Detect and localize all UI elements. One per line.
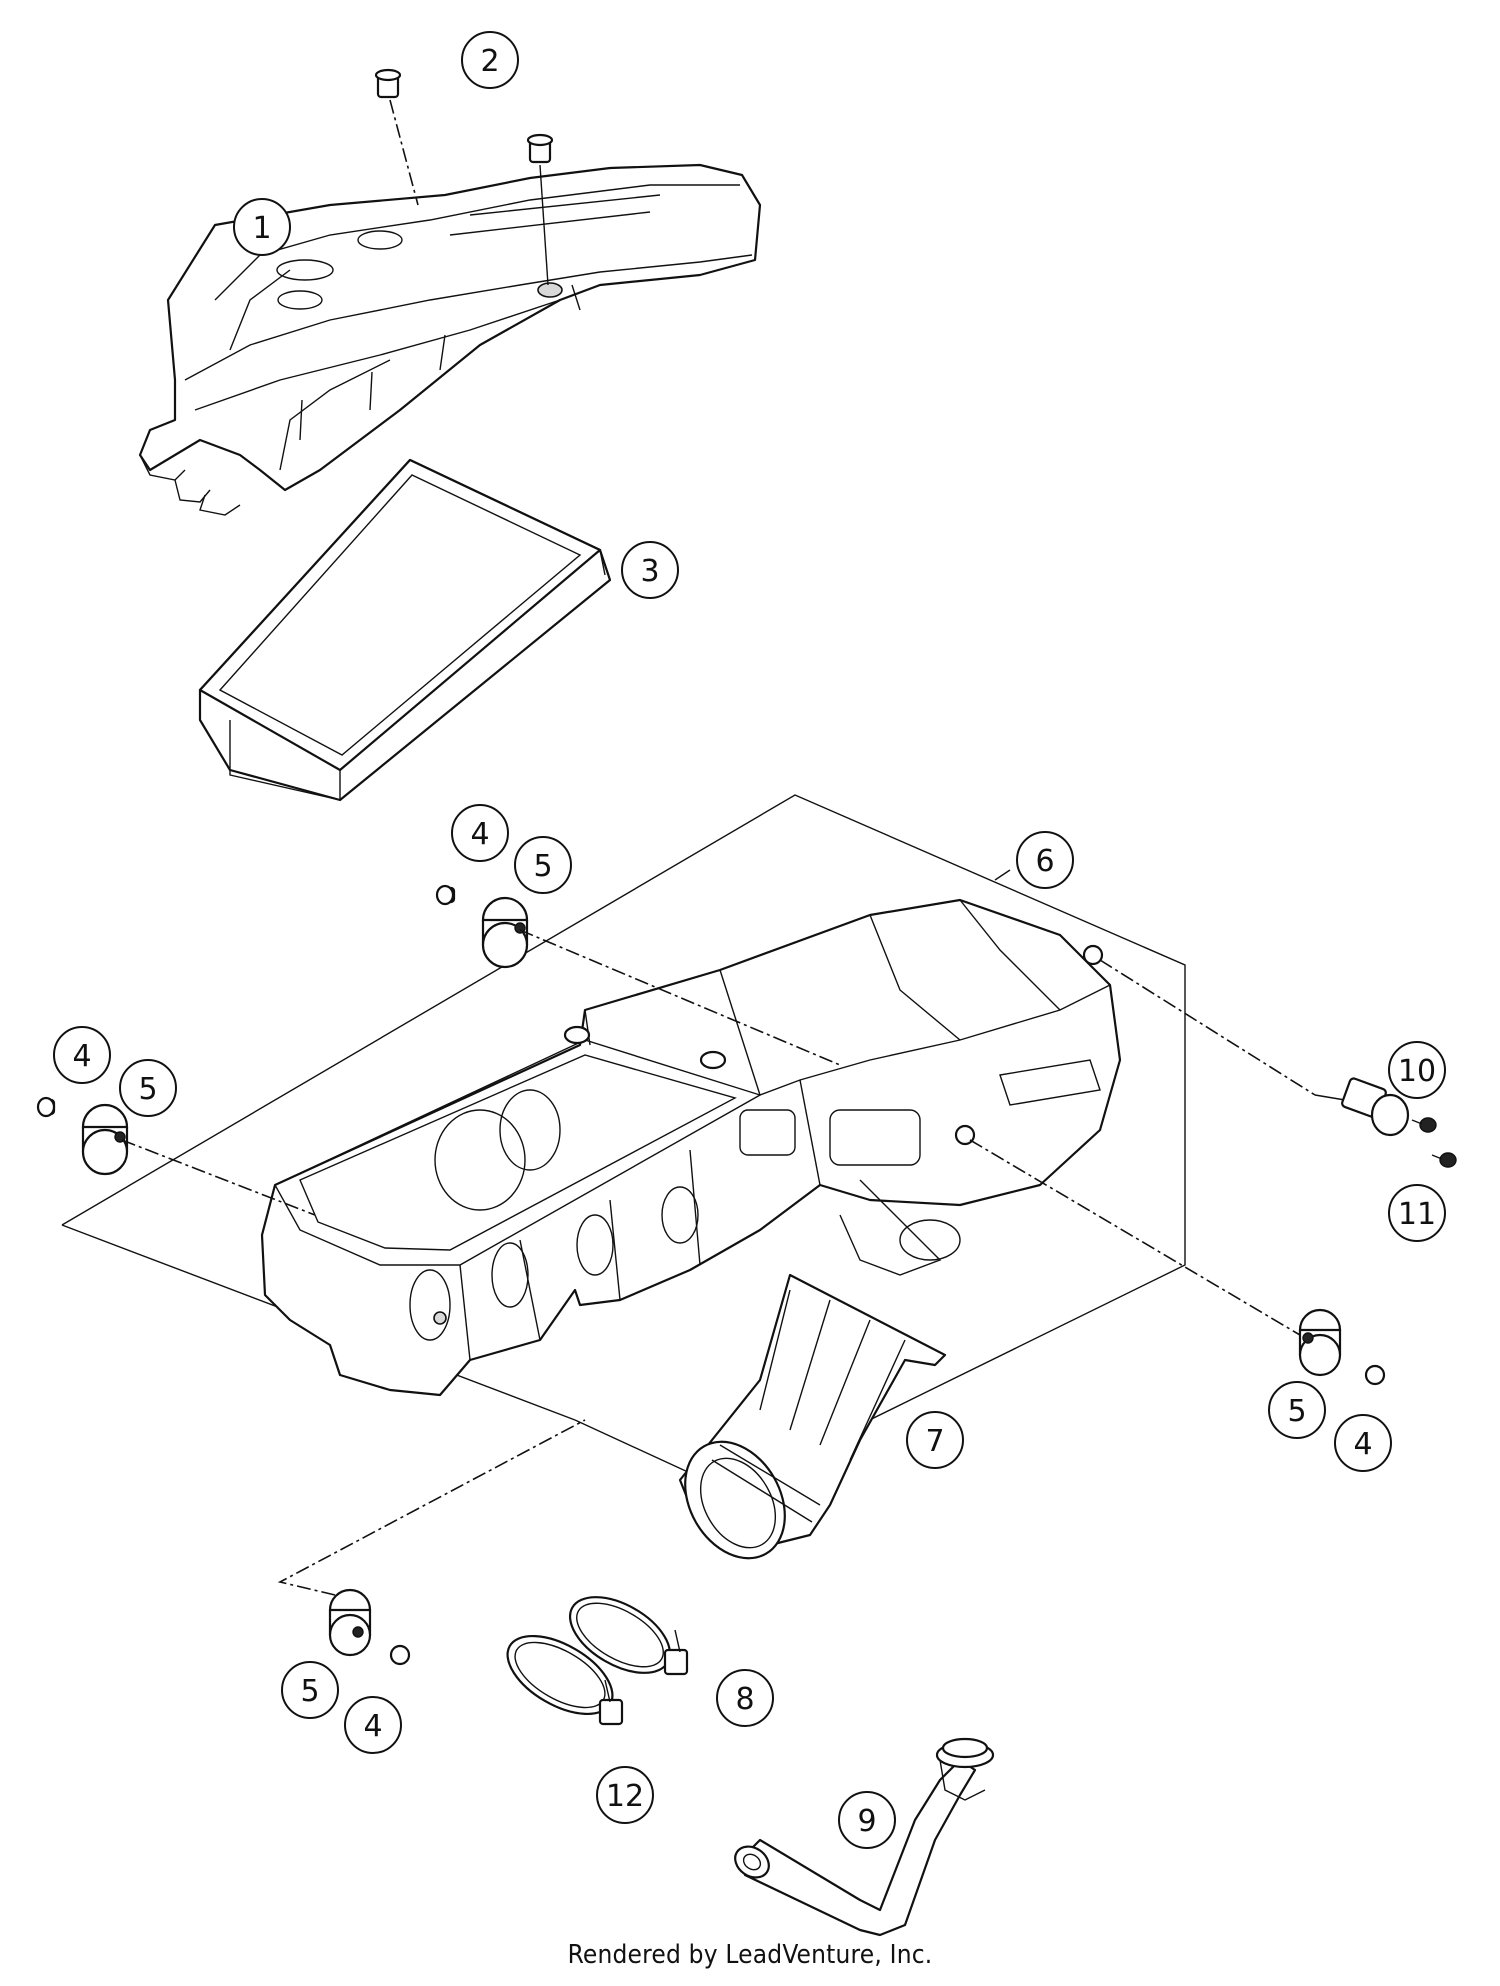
- svg-text:9: 9: [857, 1804, 876, 1839]
- svg-text:12: 12: [606, 1779, 644, 1814]
- callout-2[interactable]: 2: [461, 31, 519, 89]
- callout-12[interactable]: 12: [596, 1766, 654, 1824]
- damper-set-top[interactable]: [435, 884, 841, 1066]
- air-filter[interactable]: [198, 458, 612, 802]
- svg-text:3: 3: [640, 554, 659, 589]
- air-box-cover[interactable]: [138, 163, 762, 516]
- callout-4a[interactable]: 4: [451, 804, 509, 862]
- callout-5a[interactable]: 5: [514, 836, 572, 894]
- cover-screws[interactable]: [374, 68, 581, 311]
- intake-boot[interactable]: [665, 1273, 947, 1576]
- callout-4b[interactable]: 4: [53, 1026, 111, 1084]
- callout-5b[interactable]: 5: [119, 1059, 177, 1117]
- callout-1[interactable]: 1: [233, 198, 291, 256]
- svg-text:1: 1: [252, 211, 271, 246]
- drain-hose[interactable]: [729, 1737, 995, 1937]
- callout-5c[interactable]: 5: [1268, 1381, 1326, 1439]
- callout-5d[interactable]: 5: [281, 1661, 339, 1719]
- svg-text:6: 6: [1035, 844, 1054, 879]
- callout-9[interactable]: 9: [838, 1791, 896, 1849]
- svg-text:5: 5: [1287, 1394, 1306, 1429]
- svg-text:7: 7: [925, 1424, 944, 1459]
- svg-text:4: 4: [1353, 1427, 1372, 1462]
- svg-text:5: 5: [138, 1072, 157, 1107]
- svg-text:4: 4: [363, 1709, 382, 1744]
- callout-7[interactable]: 7: [906, 1411, 964, 1469]
- damper-set-right[interactable]: [969, 1139, 1386, 1386]
- damper-set-left[interactable]: [36, 1096, 316, 1216]
- callouts: 1 2 3 4 5 6 4 5 10 11 7 5 4 5 4 8 12 9: [53, 31, 1446, 1849]
- svg-text:11: 11: [1398, 1197, 1436, 1232]
- callout-11[interactable]: 11: [1388, 1184, 1446, 1242]
- svg-text:2: 2: [480, 44, 499, 79]
- svg-text:4: 4: [470, 817, 489, 852]
- svg-text:4: 4: [72, 1039, 91, 1074]
- hose-clamp-8[interactable]: [557, 1582, 689, 1689]
- svg-text:5: 5: [300, 1674, 319, 1709]
- sensor-screws[interactable]: [1411, 1117, 1457, 1168]
- footer-credit: Rendered by LeadVenture, Inc.: [567, 1940, 933, 1970]
- hose-clamp-12[interactable]: [495, 1620, 625, 1730]
- svg-text:8: 8: [735, 1682, 754, 1717]
- callout-10[interactable]: 10: [1388, 1041, 1446, 1099]
- svg-text:5: 5: [533, 849, 552, 884]
- callout-4c[interactable]: 4: [1334, 1414, 1392, 1472]
- callout-8[interactable]: 8: [716, 1669, 774, 1727]
- damper-set-bottom[interactable]: [277, 1419, 586, 1666]
- callout-3[interactable]: 3: [621, 541, 679, 599]
- callout-4d[interactable]: 4: [344, 1696, 402, 1754]
- pressure-sensor[interactable]: [1099, 959, 1410, 1137]
- air-box[interactable]: [260, 898, 1122, 1397]
- callout-6[interactable]: 6: [1016, 831, 1074, 889]
- svg-text:10: 10: [1398, 1054, 1436, 1089]
